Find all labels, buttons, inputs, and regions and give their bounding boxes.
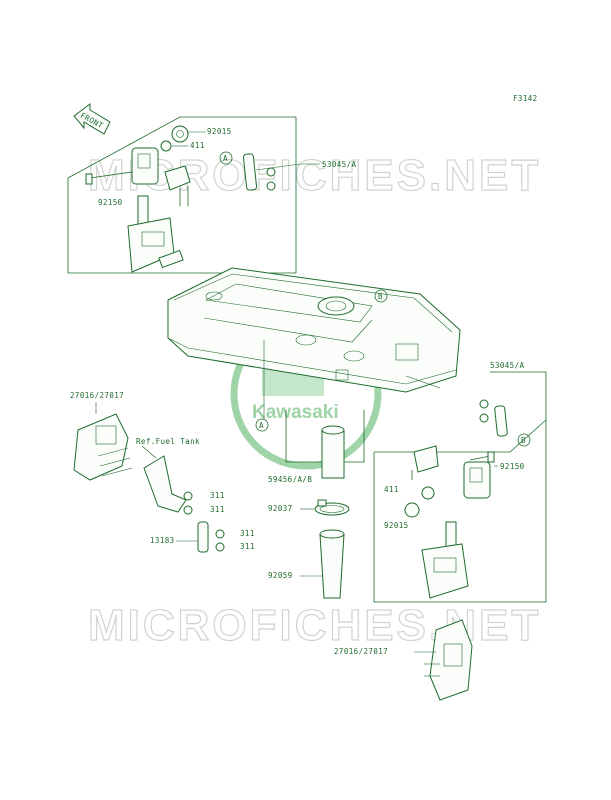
nuts-311-upper: [183, 491, 193, 515]
filler-pipe-59456: [321, 425, 345, 479]
part-label-311-a: 311: [210, 491, 225, 500]
svg-text:A: A: [259, 421, 264, 430]
svg-text:B: B: [378, 292, 383, 301]
left-bracket-27016: [73, 413, 133, 481]
figure-code: F3142: [513, 94, 538, 103]
part-label-92015-upper: 92015: [207, 127, 232, 136]
reference-fuel-tank-label: Ref.Fuel Tank: [136, 437, 200, 446]
plate-13183: [197, 521, 225, 553]
front-arrow: FRONT: [73, 103, 111, 135]
part-label-311-b: 311: [210, 505, 225, 514]
watermark-bottom: MICROFICHES.NET: [88, 601, 541, 650]
right-damper-assembly: [404, 445, 495, 599]
right-plate-set: [479, 399, 508, 437]
callout-b-right: B: [517, 433, 531, 447]
kawasaki-logo-text: Kawasaki: [252, 402, 339, 423]
lower-right-group-box-sides: [373, 420, 547, 603]
part-label-27016-left: 27016/27017: [70, 391, 124, 400]
part-label-53045-right: 53045/A: [490, 361, 524, 370]
part-label-92150-right: 92150: [500, 462, 525, 471]
upper-left-group-box: [67, 116, 297, 274]
part-label-53045-upper: 53045/A: [322, 160, 356, 169]
right-bracket-27016: [424, 619, 473, 701]
part-label-92150-upper: 92150: [98, 198, 123, 207]
svg-text:A: A: [223, 154, 228, 163]
fuel-tank: [167, 267, 461, 393]
part-label-27016-right: 27016/27017: [334, 647, 388, 656]
callout-a-upper: A: [219, 151, 233, 165]
upper-damper-assembly: [85, 125, 191, 273]
upper-plate-set: [242, 153, 301, 191]
hose-clamp-92037: [314, 499, 350, 516]
part-label-92015-right: 92015: [384, 521, 409, 530]
callout-a-tank: A: [255, 418, 269, 432]
svg-text:B: B: [521, 436, 526, 445]
callout-b-tank: B: [374, 289, 388, 303]
fuel-tank-ref-bracket: [143, 455, 187, 513]
part-label-92037: 92037: [268, 504, 293, 513]
part-label-411-right: 411: [384, 485, 399, 494]
part-label-59456: 59456/A/B: [268, 475, 312, 484]
hose-92059: [319, 529, 345, 599]
part-label-311-c: 311: [240, 529, 255, 538]
watermark-top: MICROFICHES.NET: [88, 151, 541, 200]
part-label-411-upper: 411: [190, 141, 205, 150]
part-label-13183: 13183: [150, 536, 175, 545]
part-label-92059: 92059: [268, 571, 293, 580]
part-label-311-d: 311: [240, 542, 255, 551]
